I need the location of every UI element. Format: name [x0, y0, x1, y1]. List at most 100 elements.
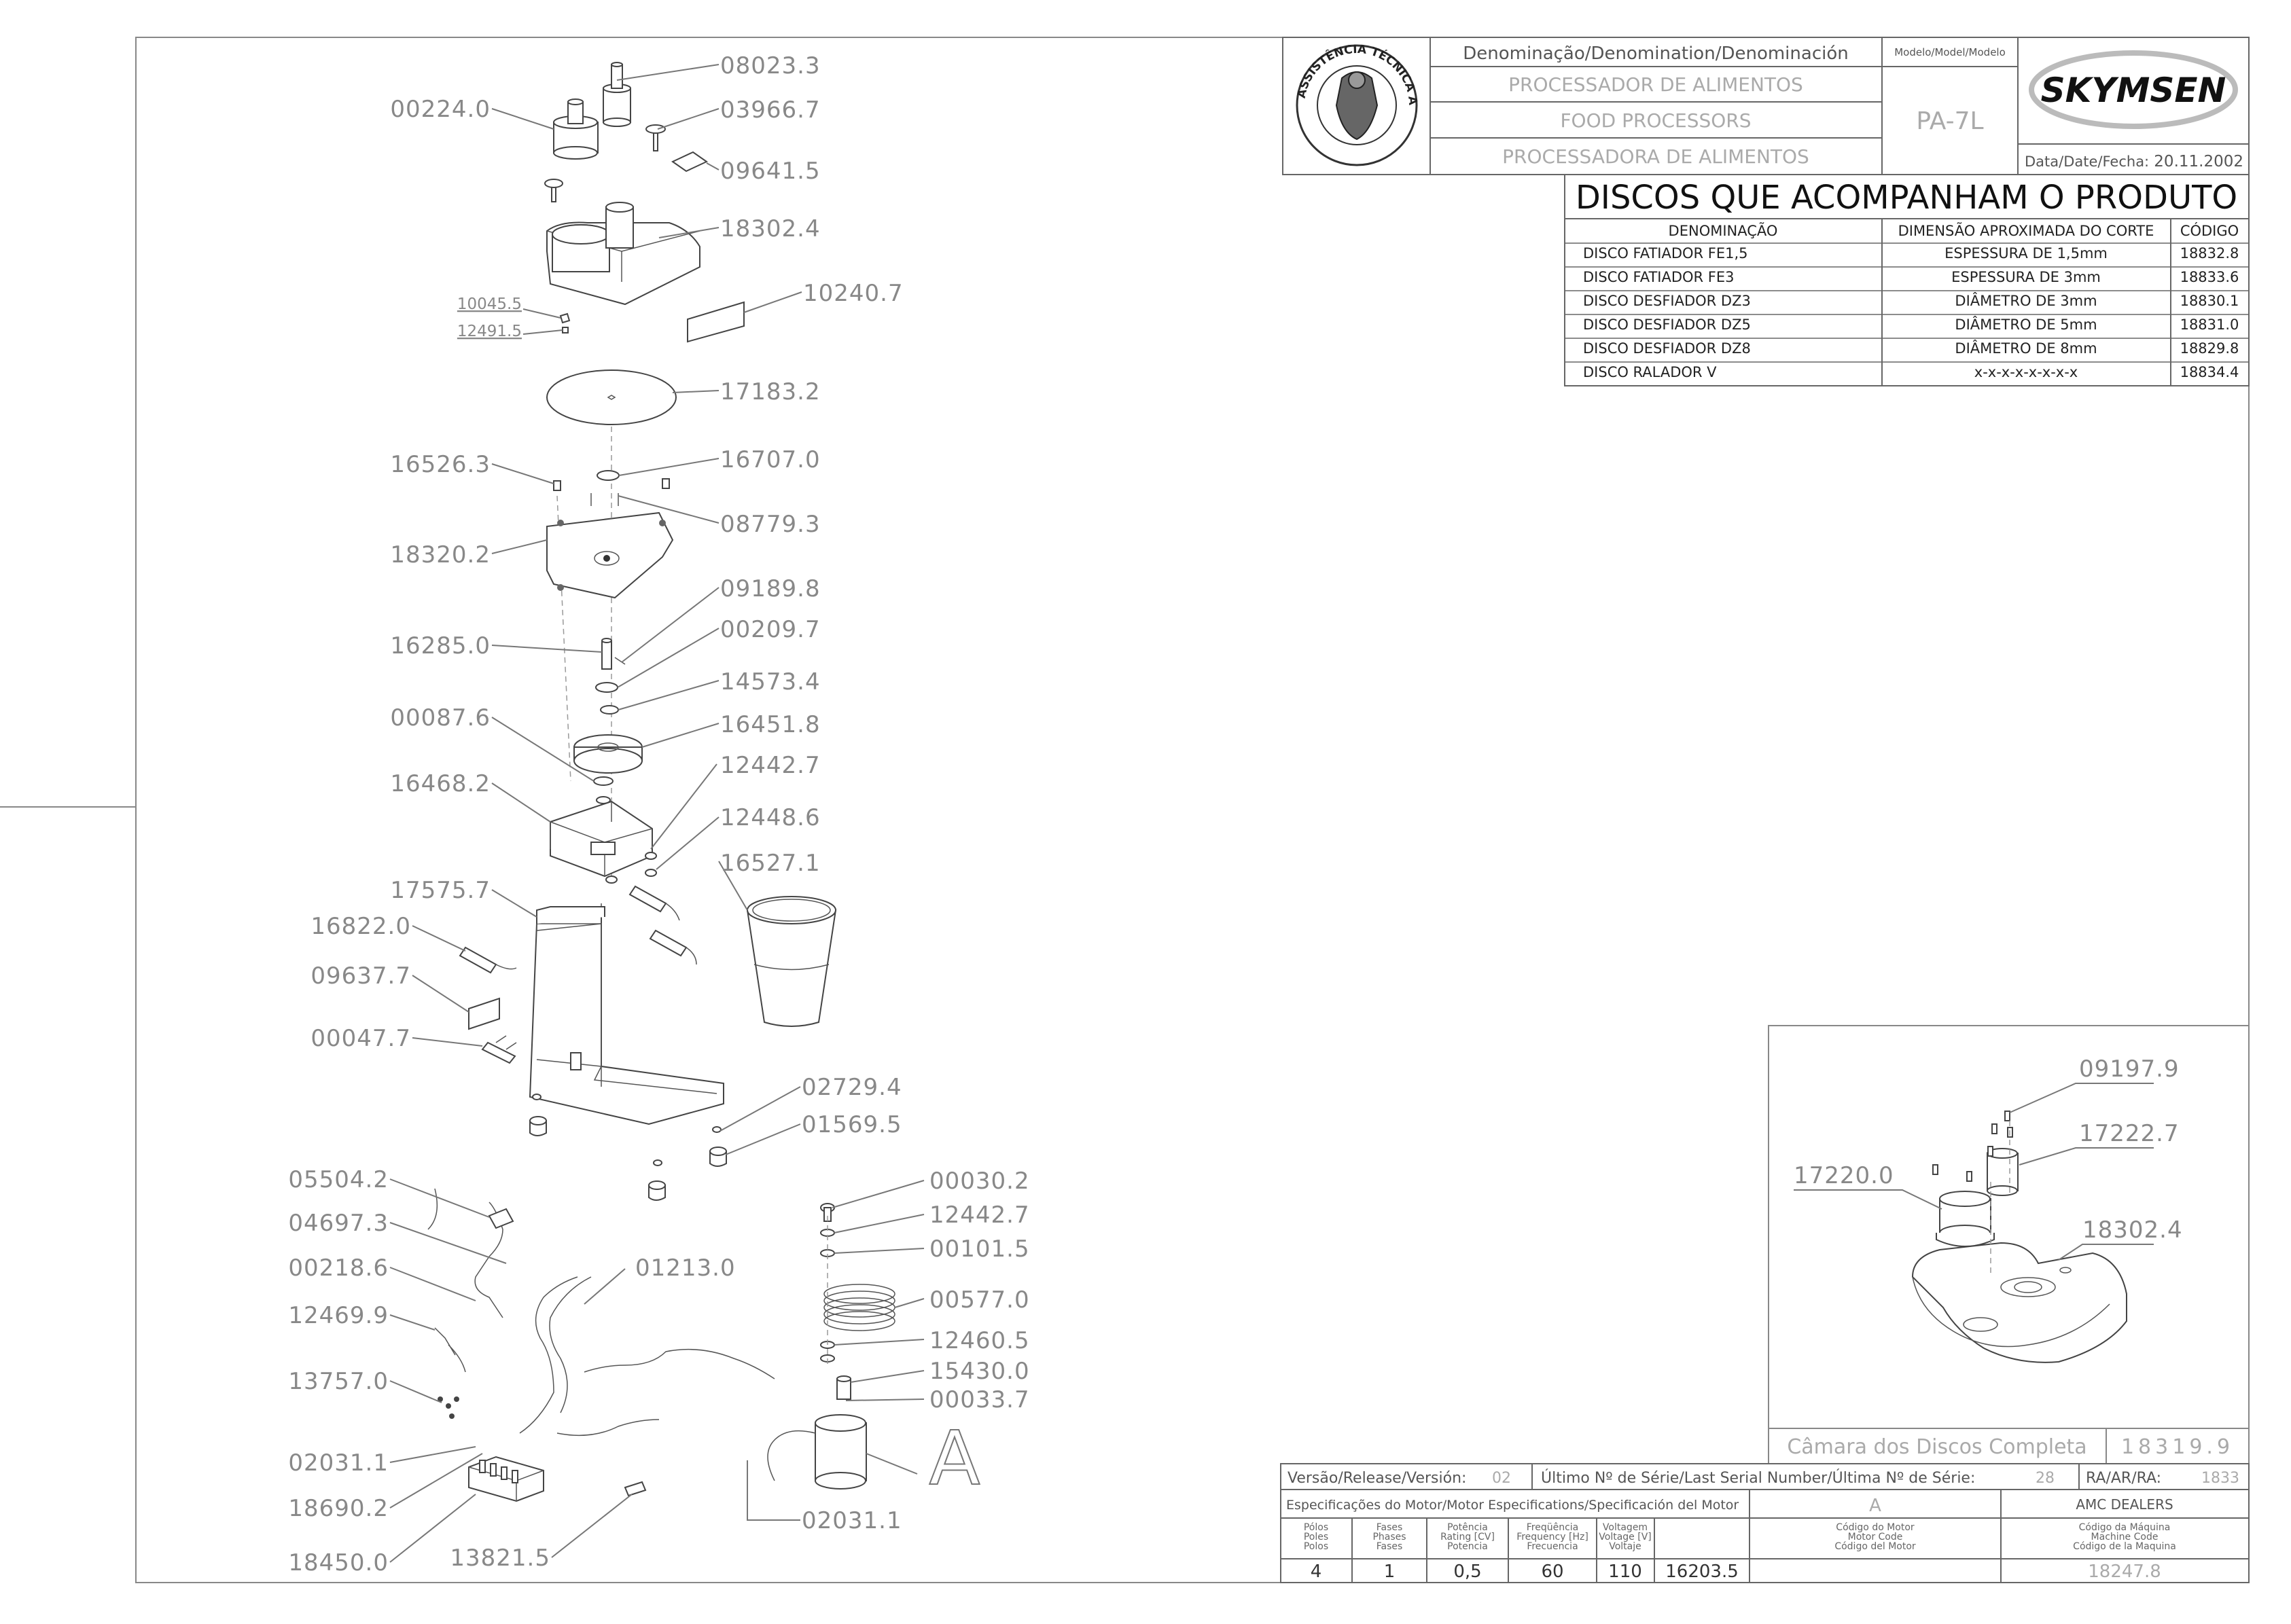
support-plate [546, 511, 674, 599]
callout-18302: 18302.4 [720, 215, 821, 242]
nut-upper [645, 852, 657, 860]
denomination-header: Denominação/Denomination/Denominación [1463, 43, 1848, 64]
foot-screw-c [653, 1159, 662, 1166]
inset-callout-17222: 17222.7 [2079, 1120, 2180, 1147]
callout-09641: 09641.5 [720, 158, 821, 185]
callout-01213: 01213.0 [635, 1255, 736, 1282]
connector-label [488, 1208, 514, 1229]
disc-row-1-col-1: ESPESSURA DE 3mm [1951, 269, 2101, 285]
inset-callout-18302: 18302.4 [2082, 1216, 2183, 1244]
switch-mid [649, 929, 697, 965]
callout-16468: 16468.2 [390, 770, 491, 797]
value-poles: 4 [1311, 1562, 1322, 1582]
safety-sticker [687, 301, 745, 343]
motor [767, 1414, 918, 1490]
callout-18690: 18690.2 [288, 1495, 389, 1522]
bearing-lower [593, 776, 614, 786]
version-label: Versão/Release/Versión: [1287, 1470, 1466, 1487]
motor-col-head-5-0: Código do Motor [1836, 1522, 1915, 1533]
motor-col-head-3-2: Frecuencia [1527, 1541, 1578, 1552]
callout-16451: 16451.8 [720, 711, 821, 738]
disc-row-1-col-2: 18833.6 [2180, 269, 2239, 285]
knob-screw [645, 124, 666, 151]
callout-04697: 04697.3 [288, 1210, 389, 1237]
inset-detail: 09197.9 17222.7 17220.0 18302.4 Câmara d… [1768, 1025, 2250, 1464]
callout-00577: 00577.0 [929, 1286, 1030, 1314]
motor-col-head-2-0: Potência [1447, 1522, 1488, 1533]
motor-spec-label: Especificações do Motor/Motor Especifica… [1286, 1498, 1739, 1513]
motor-col-head-3-0: Freqüência [1527, 1522, 1579, 1533]
disc-row-3-col-1: DIÂMETRO DE 5mm [1955, 316, 2097, 333]
discs-header-code: CÓDIGO [2180, 222, 2239, 239]
disc-row-2-col-1: DIÂMETRO DE 3mm [1955, 292, 2097, 309]
value-frequency: 60 [1541, 1562, 1563, 1582]
motor-col-head-6-1: Machine Code [2091, 1532, 2159, 1542]
motor-col-head-1-0: Fases [1377, 1522, 1403, 1533]
motor-col-head-6-0: Código da Máquina [2079, 1522, 2171, 1533]
motor-col-head-4-1: Voltage [V] [1599, 1532, 1651, 1542]
svg-text:ASSISTÊNCIA TÉCNICA AUTORIZADA: ASSISTÊNCIA TÉCNICA AUTORIZADA [0, 0, 1419, 106]
product-name-es: PROCESSADORA DE ALIMENTOS [1502, 145, 1809, 168]
callout-17575: 17575.7 [390, 877, 491, 904]
value-phases: 1 [1384, 1562, 1396, 1582]
pusher-large [553, 98, 599, 160]
sheet-border [135, 37, 2250, 1583]
screw-1 [553, 480, 561, 491]
callout-16285: 16285.0 [390, 632, 491, 660]
disc-row-1-col-0: DISCO FATIADOR FE3 [1583, 269, 1735, 285]
callout-16526: 16526.3 [390, 451, 491, 478]
disc-row-0-col-1: ESPESSURA DE 1,5mm [1944, 245, 2108, 261]
model-value: PA-7L [1916, 107, 1983, 135]
callout-01569: 01569.5 [802, 1111, 902, 1138]
foot-front [648, 1180, 666, 1201]
lid-pin [559, 312, 571, 324]
ring-seal [597, 470, 620, 481]
disc-row-2-col-2: 18830.1 [2180, 293, 2239, 309]
disc-row-5-col-1: x-x-x-x-x-x-x-x [1974, 364, 2078, 380]
motor-col-head-1-1: Phases [1372, 1532, 1406, 1542]
motor-col-head-1-2: Fases [1377, 1541, 1403, 1552]
motor-col-head-5-2: Código del Motor [1834, 1541, 1916, 1552]
motor-col-head-5-1: Motor Code [1848, 1532, 1903, 1542]
inset-screws [1932, 1111, 2013, 1182]
disc-row-0-col-0: DISCO FATIADOR FE1,5 [1583, 245, 1748, 261]
callout-18320: 18320.2 [390, 541, 491, 569]
date-label: Data/Date/Fecha: [2025, 154, 2149, 170]
callout-00047: 00047.7 [310, 1025, 411, 1052]
skymsen-logo: SKYMSEN [2029, 50, 2238, 129]
callout-08779: 08779.3 [720, 511, 821, 538]
product-name-pt: PROCESSADOR DE ALIMENTOS [1508, 73, 1803, 96]
callout-14573: 14573.4 [720, 668, 821, 696]
motor-col-head-3-1: Frequency [Hz] [1516, 1532, 1588, 1542]
inset-chamber [1911, 1242, 2127, 1363]
motor-col-head-0-1: Poles [1304, 1532, 1328, 1542]
callout-00030: 00030.2 [929, 1168, 1030, 1195]
model-header: Modelo/Model/Modelo [1894, 46, 2006, 58]
callout-12491: 12491.5 [457, 323, 522, 340]
title-block: ASSISTÊNCIA TÉCNICA AUTORIZADA Denominaç… [0, 0, 2250, 175]
detail-letter: A [1869, 1496, 1881, 1516]
disc-row-4-col-1: DIÂMETRO DE 8mm [1955, 340, 2097, 357]
callout-09189: 09189.8 [720, 575, 821, 602]
callout-02031-a: 02031.1 [288, 1449, 389, 1477]
callout-08023: 08023.3 [720, 52, 821, 79]
screw-2 [662, 478, 670, 489]
switch-right [628, 885, 680, 921]
version-value: 02 [1492, 1470, 1511, 1487]
motor-cable-coil [823, 1284, 895, 1331]
switch-base [481, 1035, 517, 1064]
foot-screw-b [712, 1126, 722, 1133]
callout-12460: 12460.5 [929, 1327, 1030, 1354]
callout-00087: 00087.6 [390, 704, 491, 732]
disc-row-3-col-0: DISCO DESFIADOR DZ5 [1583, 317, 1751, 333]
capacitor [836, 1375, 851, 1400]
callout-02729: 02729.4 [802, 1074, 902, 1101]
pulley [573, 734, 643, 774]
inset-code: 18319.9 [2121, 1435, 2234, 1459]
cable-clamp [624, 1481, 647, 1497]
callout-13757: 13757.0 [288, 1368, 389, 1395]
value-rating: 0,5 [1453, 1562, 1481, 1582]
callout-09637: 09637.7 [310, 962, 411, 990]
discs-header-dimension: DIMENSÃO APROXIMADA DO CORTE [1898, 221, 2154, 239]
motor-col-head-0-2: Polos [1304, 1541, 1328, 1552]
